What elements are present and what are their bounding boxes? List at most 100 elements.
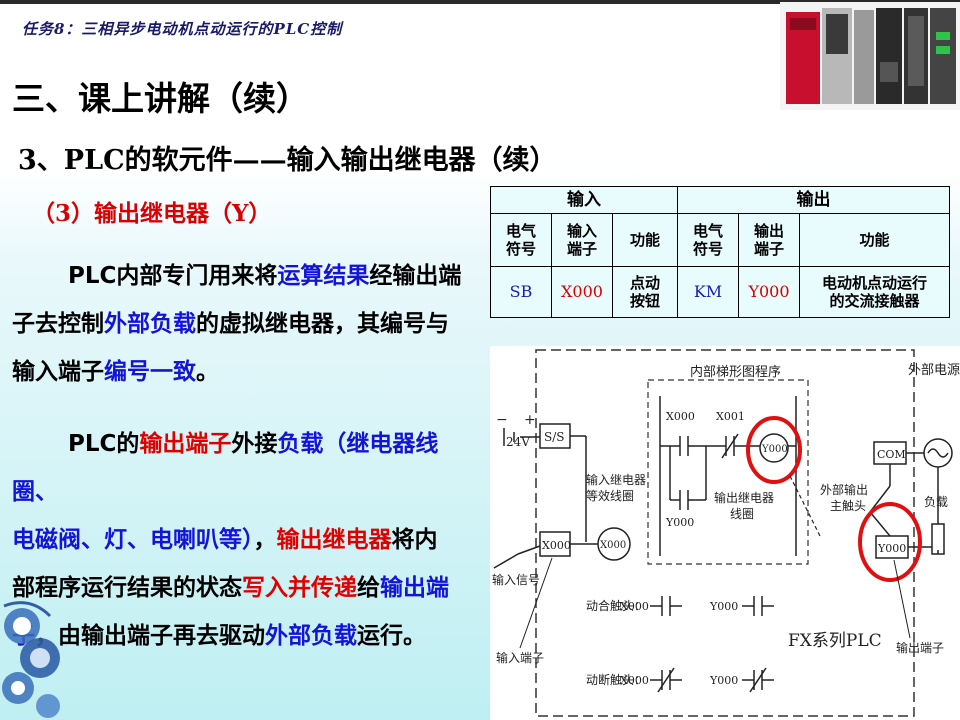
col-label: 输出 (753, 222, 784, 240)
para1-text: 的虚拟继电器，其编号与 (196, 311, 449, 337)
page-title: 三、课上讲解（续） (12, 79, 309, 118)
para2-text: ， (253, 527, 277, 553)
task-header: 任务8：三相异步电动机点动运行的PLC控制 (22, 20, 343, 38)
table-header-row: 输入 输出 (490, 186, 950, 214)
label-plus: + (524, 412, 536, 428)
label-nc-contact: 动断触头： (586, 672, 646, 687)
col-label: 端子 (753, 240, 784, 258)
label-x000-terminal: X000 (542, 539, 571, 552)
ss-terminal (539, 423, 571, 449)
label-com: COM (877, 448, 906, 461)
para1-text: 。 (196, 359, 219, 385)
col-label: 端子 (566, 240, 597, 258)
plc-hardware-image (780, 2, 960, 110)
para1-highlight: 外部负载 (104, 311, 196, 337)
para2-text: ，由输出端子再去驱动 (35, 623, 265, 649)
input-switch (493, 553, 519, 569)
cell-out-symbol: KM (677, 266, 739, 318)
label-nc-y000: Y000 (709, 674, 738, 687)
plc-boundary (535, 349, 915, 717)
para1-text: 子去控制 (12, 311, 104, 337)
label-nc-x000: X000 (620, 674, 649, 687)
decorative-flower-pattern (2, 601, 60, 718)
para1-text: 输入端子 (12, 359, 104, 385)
para1-highlight: 编号一致 (104, 359, 196, 385)
label-load: 负载 (924, 495, 948, 509)
label-output-relay-1: 输出继电器 (714, 490, 774, 505)
para2-text: PLC的 (68, 431, 140, 457)
input-header: 输入 (490, 186, 678, 214)
plc-wiring-diagram: 内部梯形图程序 外部电源 − + 24V S/S X000 X000 输入继电器… (490, 346, 960, 720)
para2-text: 给 (357, 575, 380, 601)
para2-highlight: 写入并传递 (242, 575, 357, 601)
y000-coil (759, 433, 789, 463)
highlight-circle-output (858, 502, 922, 582)
ladder-boundary (647, 379, 809, 565)
cell-out-terminal: Y000 (738, 266, 800, 318)
para2-highlight: 输出端子 (139, 431, 232, 457)
cell-in-terminal: X000 (551, 266, 613, 318)
col-electrical-symbol: 电气符号 (490, 213, 552, 267)
col-input-terminal: 输入端子 (551, 213, 613, 267)
label-ext-output-1: 外部输出 (820, 482, 868, 497)
paragraph-2: PLC的输出端子外接负载（继电器线圈、电磁阀、灯、电喇叭等），输出继电器将内部程… (12, 420, 482, 660)
col-label: 电气 (692, 222, 723, 240)
cell-in-symbol: SB (490, 266, 552, 318)
para2-text: 将内 (391, 527, 438, 553)
label-y000-contact: Y000 (665, 516, 694, 529)
label-no-y000: Y000 (709, 600, 738, 613)
label-x000-contact: X000 (666, 410, 695, 423)
para2-highlight: 负载（继电器线圈、 (12, 431, 439, 505)
col-label: 输入 (566, 222, 597, 240)
cell-text: 的交流接触器 (829, 292, 920, 310)
col-label: 符号 (692, 240, 723, 258)
label-x001-contact: X001 (716, 410, 745, 423)
label-external-power: 外部电源 (908, 363, 960, 378)
para2-highlight: 外部负载 (265, 623, 357, 649)
table-column-row: 电气符号 输入端子 功能 电气符号 输出端子 功能 (490, 213, 950, 267)
label-x000-coil: X000 (600, 540, 626, 551)
load-icon (931, 523, 945, 555)
io-assignment-table: 输入 输出 电气符号 输入端子 功能 电气符号 输出端子 功能 SB X000 … (490, 186, 950, 318)
top-bar (0, 0, 960, 4)
cell-text: 电动机点动运行 (821, 274, 927, 292)
label-ext-output-2: 主触头 (830, 499, 866, 513)
page-subtitle: 3、PLC的软元件——输入输出继电器（续） (18, 145, 557, 176)
label-minus: − (496, 412, 508, 428)
label-internal-ladder: 内部梯形图程序 (690, 364, 781, 380)
label-output-relay-2: 线圈 (730, 507, 754, 521)
highlight-circle-coil (746, 416, 802, 484)
para1-text: 经输出端 (369, 263, 462, 289)
label-24v: 24V (506, 435, 530, 449)
label-input-relay-1: 输入继电器 (586, 472, 646, 487)
col-output-terminal: 输出端子 (738, 213, 800, 267)
label-input-signal: 输入信号 (492, 572, 540, 587)
para1-highlight: 运算结果 (277, 263, 370, 289)
cell-out-function: 电动机点动运行的交流接触器 (799, 266, 950, 318)
label-ss: S/S (544, 430, 564, 444)
cell-text: 点动 (629, 274, 660, 292)
label-input-relay-2: 等效线圈 (586, 488, 634, 503)
col-input-function: 功能 (612, 213, 678, 267)
label-no-contact: 动合触头： (586, 598, 646, 613)
col-label: 电气 (505, 222, 536, 240)
col-label: 符号 (505, 240, 536, 258)
label-y000-coil: Y000 (761, 444, 788, 455)
label-no-x000: X000 (620, 600, 649, 613)
x000-equivalent-coil (597, 527, 631, 561)
label-fx-plc: FX系列PLC (788, 631, 882, 651)
para2-text: 部程序运行结果的状态 (12, 575, 242, 601)
section-heading: （3）输出继电器（Y） (32, 200, 272, 227)
label-y000-terminal: Y000 (877, 542, 906, 555)
label-input-terminal: 输入端子 (496, 650, 544, 665)
col-output-function: 功能 (799, 213, 950, 267)
label-output-terminal: 输出端子 (896, 640, 944, 655)
para2-text: 运行。 (357, 623, 426, 649)
para2-highlight: 电磁阀、灯、电喇叭等） (12, 527, 254, 553)
para2-text: 外接 (231, 431, 278, 457)
cell-text: 按钮 (629, 292, 660, 310)
table-row: SB X000 点动按钮 KM Y000 电动机点动运行的交流接触器 (490, 266, 950, 318)
col-electrical-symbol: 电气符号 (677, 213, 739, 267)
para2-highlight: 输出端 (380, 575, 449, 601)
